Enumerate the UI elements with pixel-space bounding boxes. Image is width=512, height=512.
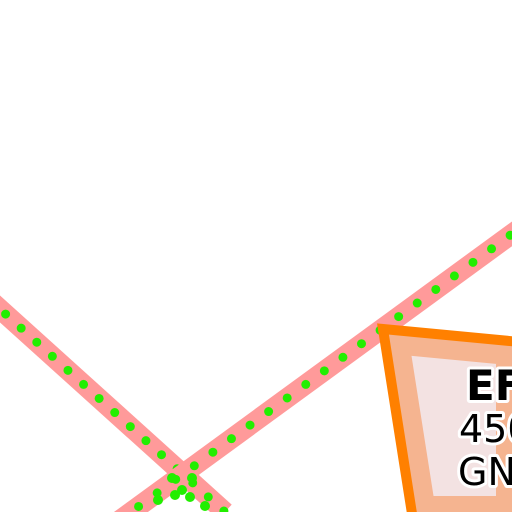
- route-northeast[interactable]: [114, 221, 512, 512]
- airspace-altitude: 450: [459, 407, 512, 451]
- junction-dot: [167, 473, 177, 483]
- airspace-label: EF 450 GN: [455, 358, 512, 497]
- junction-dot: [177, 485, 187, 495]
- junction-dot: [153, 495, 163, 505]
- airspace-name: EF: [466, 361, 512, 410]
- junction-dot: [187, 473, 197, 483]
- airspace-border: [377, 323, 512, 512]
- route-junction[interactable]: [153, 473, 210, 511]
- junction-dot: [185, 492, 195, 502]
- airspace-area[interactable]: [377, 323, 512, 512]
- route-northeast-dots: [123, 228, 512, 512]
- airspace-reference: GN: [458, 450, 512, 494]
- junction-dot: [170, 490, 180, 500]
- junction-dot: [200, 501, 210, 511]
